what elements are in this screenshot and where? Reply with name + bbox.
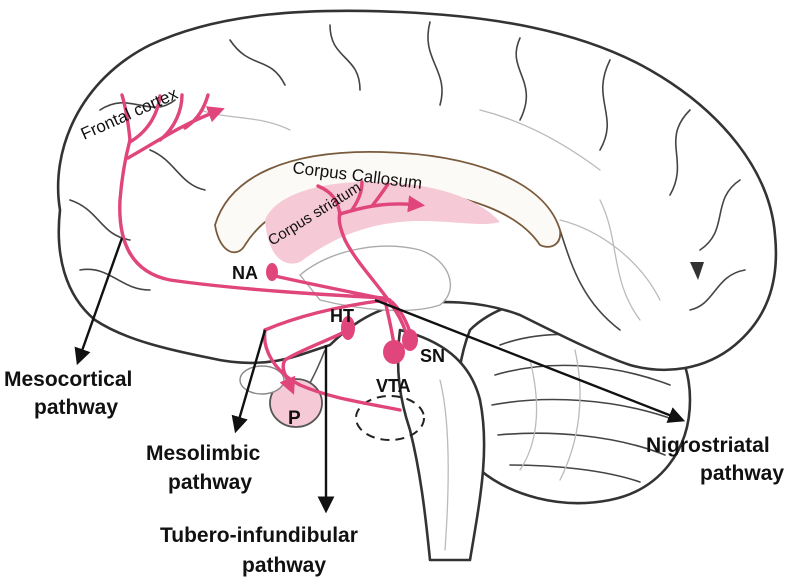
na-nucleus xyxy=(266,263,278,281)
label-ht: HT xyxy=(330,306,354,326)
svg-text:pathway: pathway xyxy=(34,396,118,419)
svg-text:Mesolimbic: Mesolimbic xyxy=(146,442,261,465)
label-mesocortical: Mesocortical pathway xyxy=(4,368,132,419)
svg-text:Tubero-infundibular: Tubero-infundibular xyxy=(160,524,358,547)
svg-text:pathway: pathway xyxy=(242,554,326,577)
label-p: P xyxy=(288,408,301,429)
label-sn: SN xyxy=(420,346,445,366)
svg-text:Nigrostriatal: Nigrostriatal xyxy=(646,434,770,457)
label-mesolimbic: Mesolimbic pathway xyxy=(146,442,261,494)
label-tuberoinfundibular: Tubero-infundibular pathway xyxy=(160,524,358,577)
svg-text:Mesocortical: Mesocortical xyxy=(4,368,132,391)
label-vta: VTA xyxy=(376,376,411,396)
label-na: NA xyxy=(232,263,258,283)
svg-text:pathway: pathway xyxy=(168,471,252,494)
svg-text:pathway: pathway xyxy=(700,462,784,485)
